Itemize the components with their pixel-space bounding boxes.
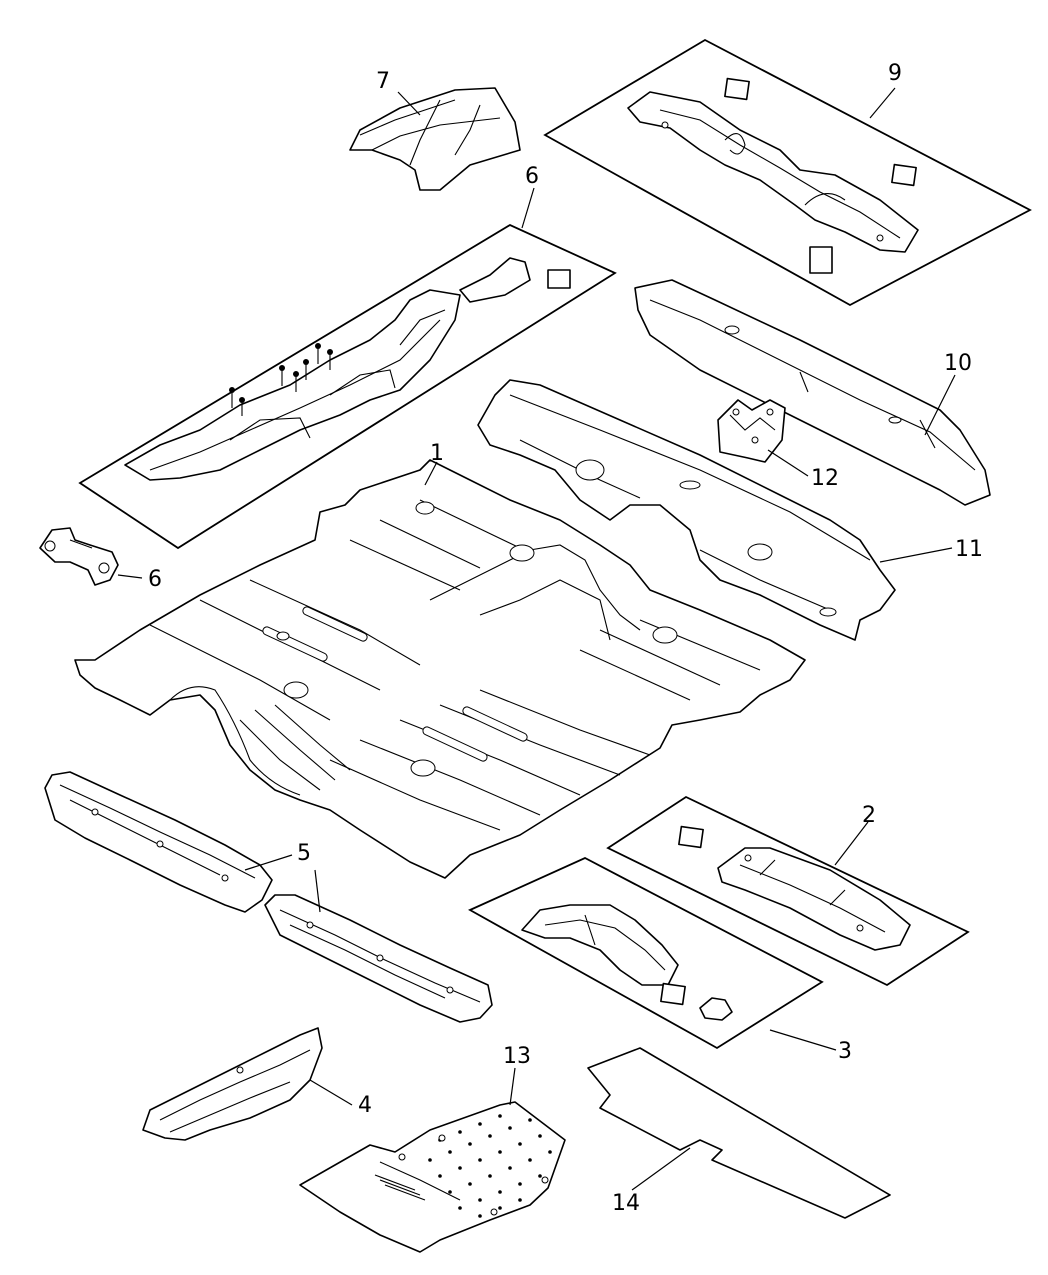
leader-11: [879, 547, 953, 563]
callout-12: 12: [811, 466, 839, 491]
part-11-rear-floor-pan: [477, 379, 896, 641]
leader-2: [834, 821, 869, 866]
leader-7: [521, 187, 535, 229]
part-7-kit-panel: [78, 223, 617, 550]
leader-6: [117, 574, 143, 579]
leader-8: [397, 91, 421, 116]
callout-2: 2: [862, 803, 876, 828]
part-8-tunnel-cover: [349, 87, 521, 191]
part-3-kit-panel: [468, 856, 824, 1050]
leader-4: [309, 1079, 353, 1106]
leader-12: [767, 449, 809, 477]
callout-13: 13: [503, 1044, 531, 1069]
callout-1: 1: [430, 441, 444, 466]
part-4-tunnel-reinforcement: [142, 1027, 323, 1141]
callout-5a: 5: [297, 841, 311, 866]
part-9-kit-panel: [543, 38, 1032, 307]
part-14-rear-floor-insulator: [587, 1047, 891, 1219]
callout-11: 11: [955, 537, 983, 562]
callout-8: 7: [376, 69, 390, 94]
part-6-clip: [39, 527, 119, 586]
bolt-group: [229, 343, 333, 416]
leader-9: [869, 87, 896, 119]
callout-10: 10: [944, 351, 972, 376]
leader-5b: [314, 869, 321, 913]
callout-14: 14: [612, 1191, 640, 1216]
callout-9: 9: [888, 61, 902, 86]
callout-6: 6: [148, 567, 162, 592]
part-5-sill-reinforcement-lower: [264, 894, 493, 1023]
part-2-kit-panel: [606, 795, 970, 987]
part-5-sill-reinforcement-upper: [44, 771, 273, 913]
leader-1: [424, 461, 438, 486]
leader-3: [769, 1029, 837, 1051]
leader-13: [509, 1067, 516, 1106]
callout-3: 3: [838, 1039, 852, 1064]
leader-14: [631, 1147, 691, 1191]
part-10-cross-member: [634, 279, 991, 506]
part-1-main-floor-pan: [74, 459, 806, 879]
callout-7: 6: [525, 164, 539, 189]
leader-5a: [244, 854, 293, 871]
callout-4: 4: [358, 1093, 372, 1118]
leader-10: [924, 374, 956, 436]
part-12-bracket: [717, 399, 786, 463]
part-13-floor-insulator: [299, 1101, 566, 1253]
